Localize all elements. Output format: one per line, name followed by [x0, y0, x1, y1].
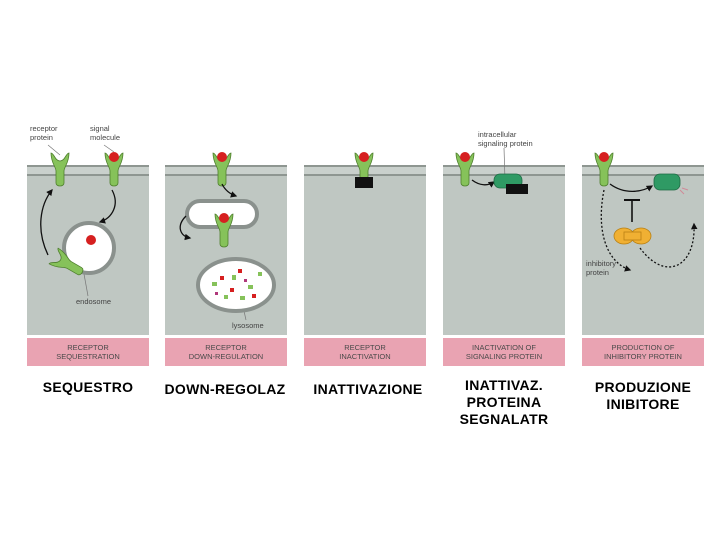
panel4-art — [455, 152, 528, 194]
signaling-protein-icon — [653, 173, 681, 191]
label-inattivazione: INATTIVAZIONE — [313, 381, 423, 397]
lysosome-icon — [196, 257, 276, 313]
panel-receptor-inactivation — [304, 165, 426, 335]
inhibitory-protein-icon — [613, 227, 652, 245]
panel1-art — [40, 152, 124, 281]
annotation-intracellular-signaling-protein: intracellular signaling protein — [478, 130, 533, 148]
label-down-regolaz: DOWN-REGOLAZ — [164, 381, 286, 397]
membrane — [582, 165, 704, 176]
membrane — [27, 165, 149, 176]
blocker-icon — [355, 177, 373, 188]
annotation-endosome: endosome — [76, 297, 112, 306]
panel5-art — [594, 152, 698, 272]
blocker-icon — [506, 184, 528, 194]
panel-signaling-inactivation — [443, 165, 565, 335]
signal-molecule-icon — [109, 152, 119, 162]
endosome-icon — [62, 221, 116, 275]
label-inattivaz-proteina: INATTIVAZ. PROTEINA SEGNALATR — [459, 377, 549, 427]
label-produzione-inibitore: PRODUZIONE INIBITORE — [594, 379, 692, 412]
panel2-art — [179, 152, 276, 313]
membrane — [443, 165, 565, 176]
annotation-signal-molecule: signal molecule — [90, 124, 121, 142]
label-sequestro: SEQUESTRO — [42, 379, 134, 395]
annotation-receptor-protein: receptor protein — [30, 124, 58, 142]
panel3-art — [354, 152, 374, 188]
annotation-inhibitory-protein: inhibitory protein — [586, 259, 617, 277]
receptor-icon — [50, 152, 70, 187]
annotation-lysosome: lysosome — [232, 321, 264, 330]
